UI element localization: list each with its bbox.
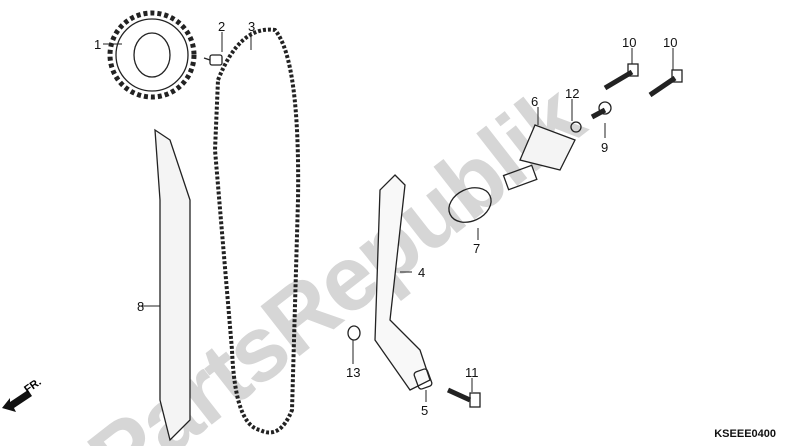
cam-sprocket-icon[interactable] [107,10,197,100]
bolt-9-icon[interactable] [590,101,612,120]
bolts-10-icon[interactable] [603,63,683,98]
tensioner-lifter-icon[interactable] [502,124,576,191]
callout-10b[interactable]: 10 [663,35,678,50]
callout-13[interactable]: 13 [346,365,361,380]
callout-10a[interactable]: 10 [622,35,637,50]
front-arrow-icon [2,390,32,412]
callout-11[interactable]: 11 [465,365,479,380]
callout-6[interactable]: 6 [531,94,539,109]
tensioner-slipper-icon[interactable] [374,174,431,391]
callout-5[interactable]: 5 [421,403,429,418]
callout-1[interactable]: 1 [94,37,102,52]
washer-12-icon[interactable] [570,121,582,133]
cam-chain-icon[interactable] [212,27,301,435]
callout-9[interactable]: 9 [601,140,609,155]
bolt-11-icon[interactable] [446,387,481,408]
callout-7[interactable]: 7 [473,241,481,256]
callout-8[interactable]: 8 [137,299,145,314]
callout-2[interactable]: 2 [218,19,226,34]
leader-lines [103,32,674,402]
callout-12[interactable]: 12 [565,86,580,101]
washer-13-icon[interactable] [347,325,361,341]
callout-4[interactable]: 4 [418,265,426,280]
guide-icon[interactable] [154,128,191,442]
diagram-code: KSEEE0400 [714,428,776,440]
gasket-icon[interactable] [443,181,496,229]
collar-icon[interactable] [413,368,433,390]
callout-3[interactable]: 3 [248,19,256,34]
bolt-2-icon[interactable] [203,54,223,66]
